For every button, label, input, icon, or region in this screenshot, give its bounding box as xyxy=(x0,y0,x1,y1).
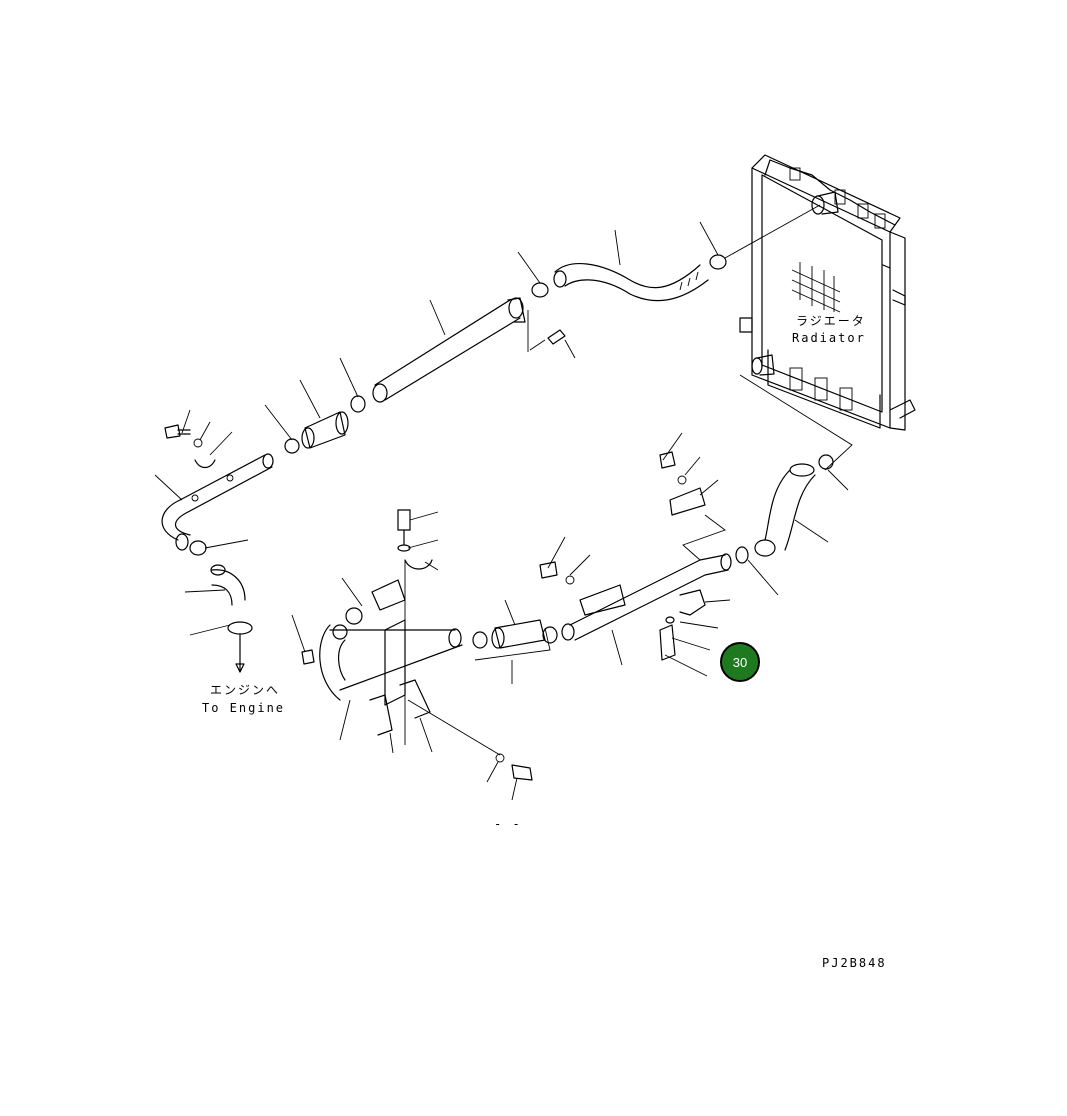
drawing-code: PJ2B848 xyxy=(822,956,887,970)
upper-hose-assembly: エンジンへ To Engine xyxy=(161,254,727,715)
engine-label-en: To Engine xyxy=(202,701,285,715)
callout-badge-30[interactable]: 30 xyxy=(720,642,760,682)
engine-label-jp: エンジンへ xyxy=(210,683,280,697)
leader-lines xyxy=(154,204,853,801)
radiator: ラジエータ Radiator xyxy=(739,154,916,431)
radiator-label-jp: ラジエータ xyxy=(796,314,866,328)
radiator-core-symbol xyxy=(791,262,841,313)
dash-mark: - - xyxy=(494,817,522,831)
callout-badge-number: 30 xyxy=(733,655,747,670)
lower-hose-assembly: - - xyxy=(301,451,834,831)
radiator-label-en: Radiator xyxy=(792,331,866,345)
callout-badge-circle xyxy=(720,642,760,682)
